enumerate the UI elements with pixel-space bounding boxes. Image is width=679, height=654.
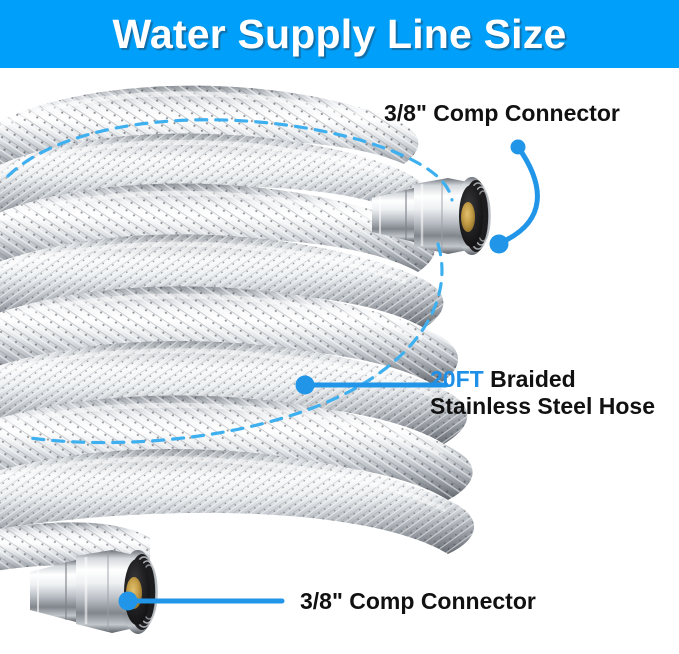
hose-length-rest: Braided [483, 366, 576, 392]
connector-top [372, 177, 491, 255]
callout-label-bottom-connector: 3/8" Comp Connector [300, 588, 536, 614]
hose-length-value: 20FT [430, 366, 484, 392]
hose-coil [0, 85, 474, 580]
header-banner: Water Supply Line Size [0, 0, 679, 68]
hose-illustration [0, 85, 491, 634]
page-title: Water Supply Line Size [112, 10, 567, 57]
callout-label-hose-length: 20FT Braided Stainless Steel Hose [430, 366, 679, 420]
hose-material-text: Stainless Steel Hose [430, 393, 655, 420]
callout-label-top-connector: 3/8" Comp Connector [384, 100, 620, 126]
product-image [0, 68, 679, 654]
hose-loop-8 [0, 449, 474, 554]
